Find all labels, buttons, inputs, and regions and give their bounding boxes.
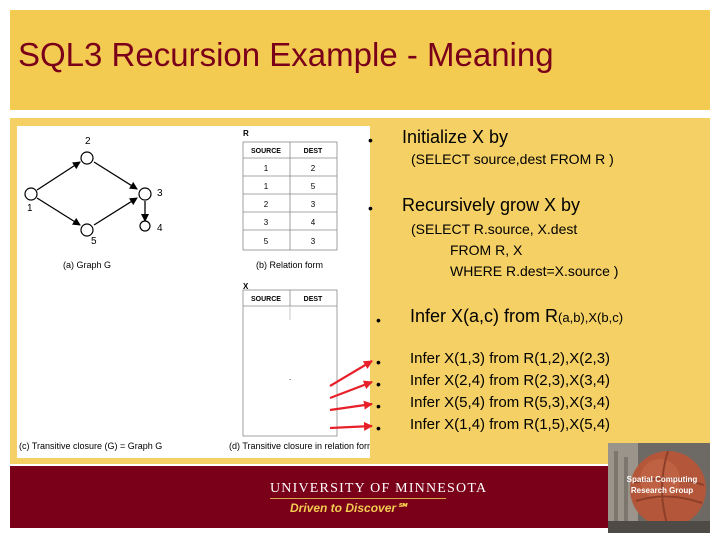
table-r-header-source: SOURCE (251, 148, 281, 155)
inference-item: Infer X(1,4) from R(1,5),X(5,4) (410, 416, 611, 433)
spatial-computing-logo (608, 443, 710, 533)
edge-2-3 (93, 161, 138, 190)
table-r-cell: 5 (264, 237, 269, 246)
select-recursive-line3: WHERE R.dest=X.source ) (450, 263, 619, 279)
logo-text: Spatial Computing Research Group (614, 474, 710, 496)
edge-5-3 (93, 197, 138, 226)
table-x-grid (242, 289, 338, 437)
arrow-to-infer-3 (329, 400, 373, 412)
infer-rule-main: Infer X(a,c) from R (410, 306, 559, 326)
select-initial: (SELECT source,dest FROM R ) (411, 151, 614, 167)
bullet-marker: • (376, 354, 381, 370)
table-r-grid (242, 141, 338, 251)
select-recursive-line1: (SELECT R.source, X.dest (411, 221, 578, 237)
table-r-cell: 2 (311, 164, 316, 173)
graph-edges (36, 161, 149, 226)
university-tagline: Driven to Discover℠ (290, 501, 409, 515)
bullet-marker: • (376, 312, 381, 328)
wordmark-rule (270, 498, 446, 499)
university-wordmark: UNIVERSITY OF MINNESOTA (270, 481, 488, 496)
footer-bar (10, 466, 710, 528)
relation-caption: (b) Relation form (256, 260, 323, 270)
node-4 (139, 220, 151, 232)
bullet-recursive: Recursively grow X by (402, 195, 581, 215)
closure-caption: (c) Transitive closure (G) = Graph G (19, 441, 162, 451)
edge-1-2 (36, 161, 81, 191)
node-label-1: 1 (27, 203, 33, 214)
table-r-header-dest: DEST (304, 148, 323, 155)
table-r-cell: 2 (264, 200, 269, 209)
slide-title: SQL3 Recursion Example - Meaning (18, 36, 554, 73)
table-x-name: X (243, 282, 249, 291)
arrow-to-infer-4 (329, 421, 373, 431)
node-5 (80, 223, 94, 237)
table-r-cell: 1 (264, 164, 269, 173)
logo-line: Spatial Computing (626, 475, 698, 484)
title-band (10, 10, 710, 110)
graph-nodes (24, 151, 152, 237)
table-r-cell: 1 (264, 182, 269, 191)
table-r-cell: 4 (311, 218, 316, 227)
node-label-2: 2 (85, 136, 91, 147)
table-r-name: R (243, 129, 249, 138)
table-r-cell: 5 (311, 182, 316, 191)
node-label-4: 4 (157, 223, 163, 234)
infer-rule-args: (a,b),X(b,c) (558, 310, 624, 325)
table-r-cell: 3 (311, 200, 316, 209)
table-x-header-source: SOURCE (251, 296, 281, 303)
bullet-initialize: Initialize X by (402, 127, 509, 147)
inference-item: Infer X(1,3) from R(1,2),X(2,3) (410, 350, 611, 367)
select-recursive-line2: FROM R, X (450, 242, 523, 258)
bullet-marker: • (368, 132, 373, 148)
table-r-cell: 3 (311, 237, 316, 246)
closure-rel-caption: (d) Transitive closure in relation form (229, 441, 370, 451)
graph-caption: (a) Graph G (63, 260, 111, 270)
table-x-header-dest: DEST (304, 296, 323, 303)
node-label-3: 3 (157, 188, 163, 199)
table-r-cell: 3 (264, 218, 269, 227)
bullet-marker: • (376, 398, 381, 414)
bullet-marker: • (376, 420, 381, 436)
inference-item: Infer X(2,4) from R(2,3),X(3,4) (410, 372, 611, 389)
node-label-5: 5 (91, 236, 97, 247)
node-2 (80, 151, 94, 165)
edge-1-5 (36, 197, 81, 226)
stray-mark: . (289, 373, 291, 382)
node-1 (24, 187, 38, 201)
bullet-marker: • (376, 376, 381, 392)
inference-item: Infer X(5,4) from R(5,3),X(3,4) (410, 394, 611, 411)
bullet-infer-rule: Infer X(a,c) from R(a,b),X(b,c) (410, 306, 623, 327)
figure-panel: 1 2 3 4 5 (a) Graph G R SOURCE DEST 1 2 (17, 126, 370, 458)
bullet-marker: • (368, 200, 373, 216)
arrow-to-infer-2 (329, 380, 373, 400)
logo-line: Research Group (630, 486, 694, 495)
node-3 (138, 187, 152, 201)
arrow-to-infer-1 (329, 360, 373, 387)
